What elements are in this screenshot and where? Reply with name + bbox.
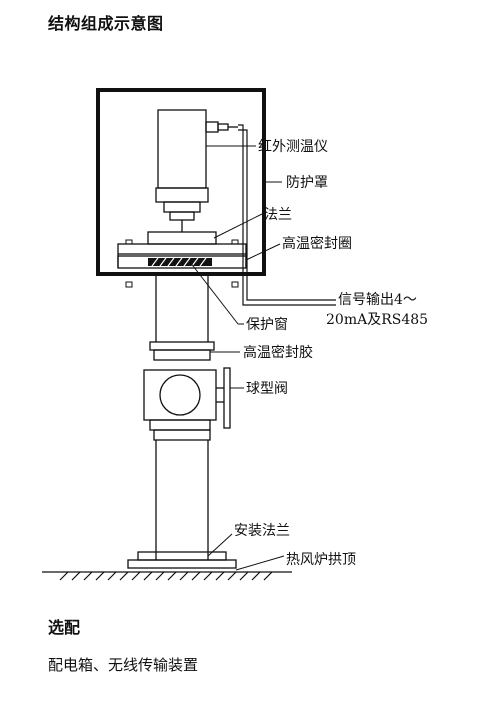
label-ball-valve: 球型阀 — [246, 381, 288, 397]
label-stove-top: 热风炉拱顶 — [286, 552, 356, 568]
label-shield: 防护罩 — [286, 175, 328, 191]
label-seal-glue: 高温密封胶 — [243, 344, 313, 361]
label-mount-flange: 安装法兰 — [234, 523, 290, 539]
signal-cable — [238, 124, 336, 306]
seal-ring-hatch — [148, 258, 212, 266]
label-output-line1: 信号输出4～ — [338, 292, 417, 308]
page-title: 结构组成示意图 — [48, 14, 164, 33]
label-protect-window: 保护窗 — [246, 316, 288, 333]
options-heading: 选配 — [48, 618, 81, 637]
inner-flange — [117, 231, 247, 269]
structure-diagram: 红外测温仪 防护罩 法兰 高温密封圈 信号输出4～ 20mA及RS485 保护窗… — [42, 88, 428, 581]
options-text: 配电箱、无线传输装置 — [48, 656, 199, 674]
label-output-line2: 20mA及RS485 — [326, 312, 428, 328]
label-flange: 法兰 — [264, 207, 292, 223]
stove-top-ground — [42, 571, 292, 581]
label-seal-ring: 高温密封圈 — [282, 235, 352, 252]
protective-housing — [96, 88, 266, 276]
ir-thermometer-body — [155, 109, 238, 232]
leader-lines — [189, 145, 285, 571]
label-ir-thermometer: 红外测温仪 — [258, 139, 328, 155]
sight-tube — [127, 274, 237, 569]
